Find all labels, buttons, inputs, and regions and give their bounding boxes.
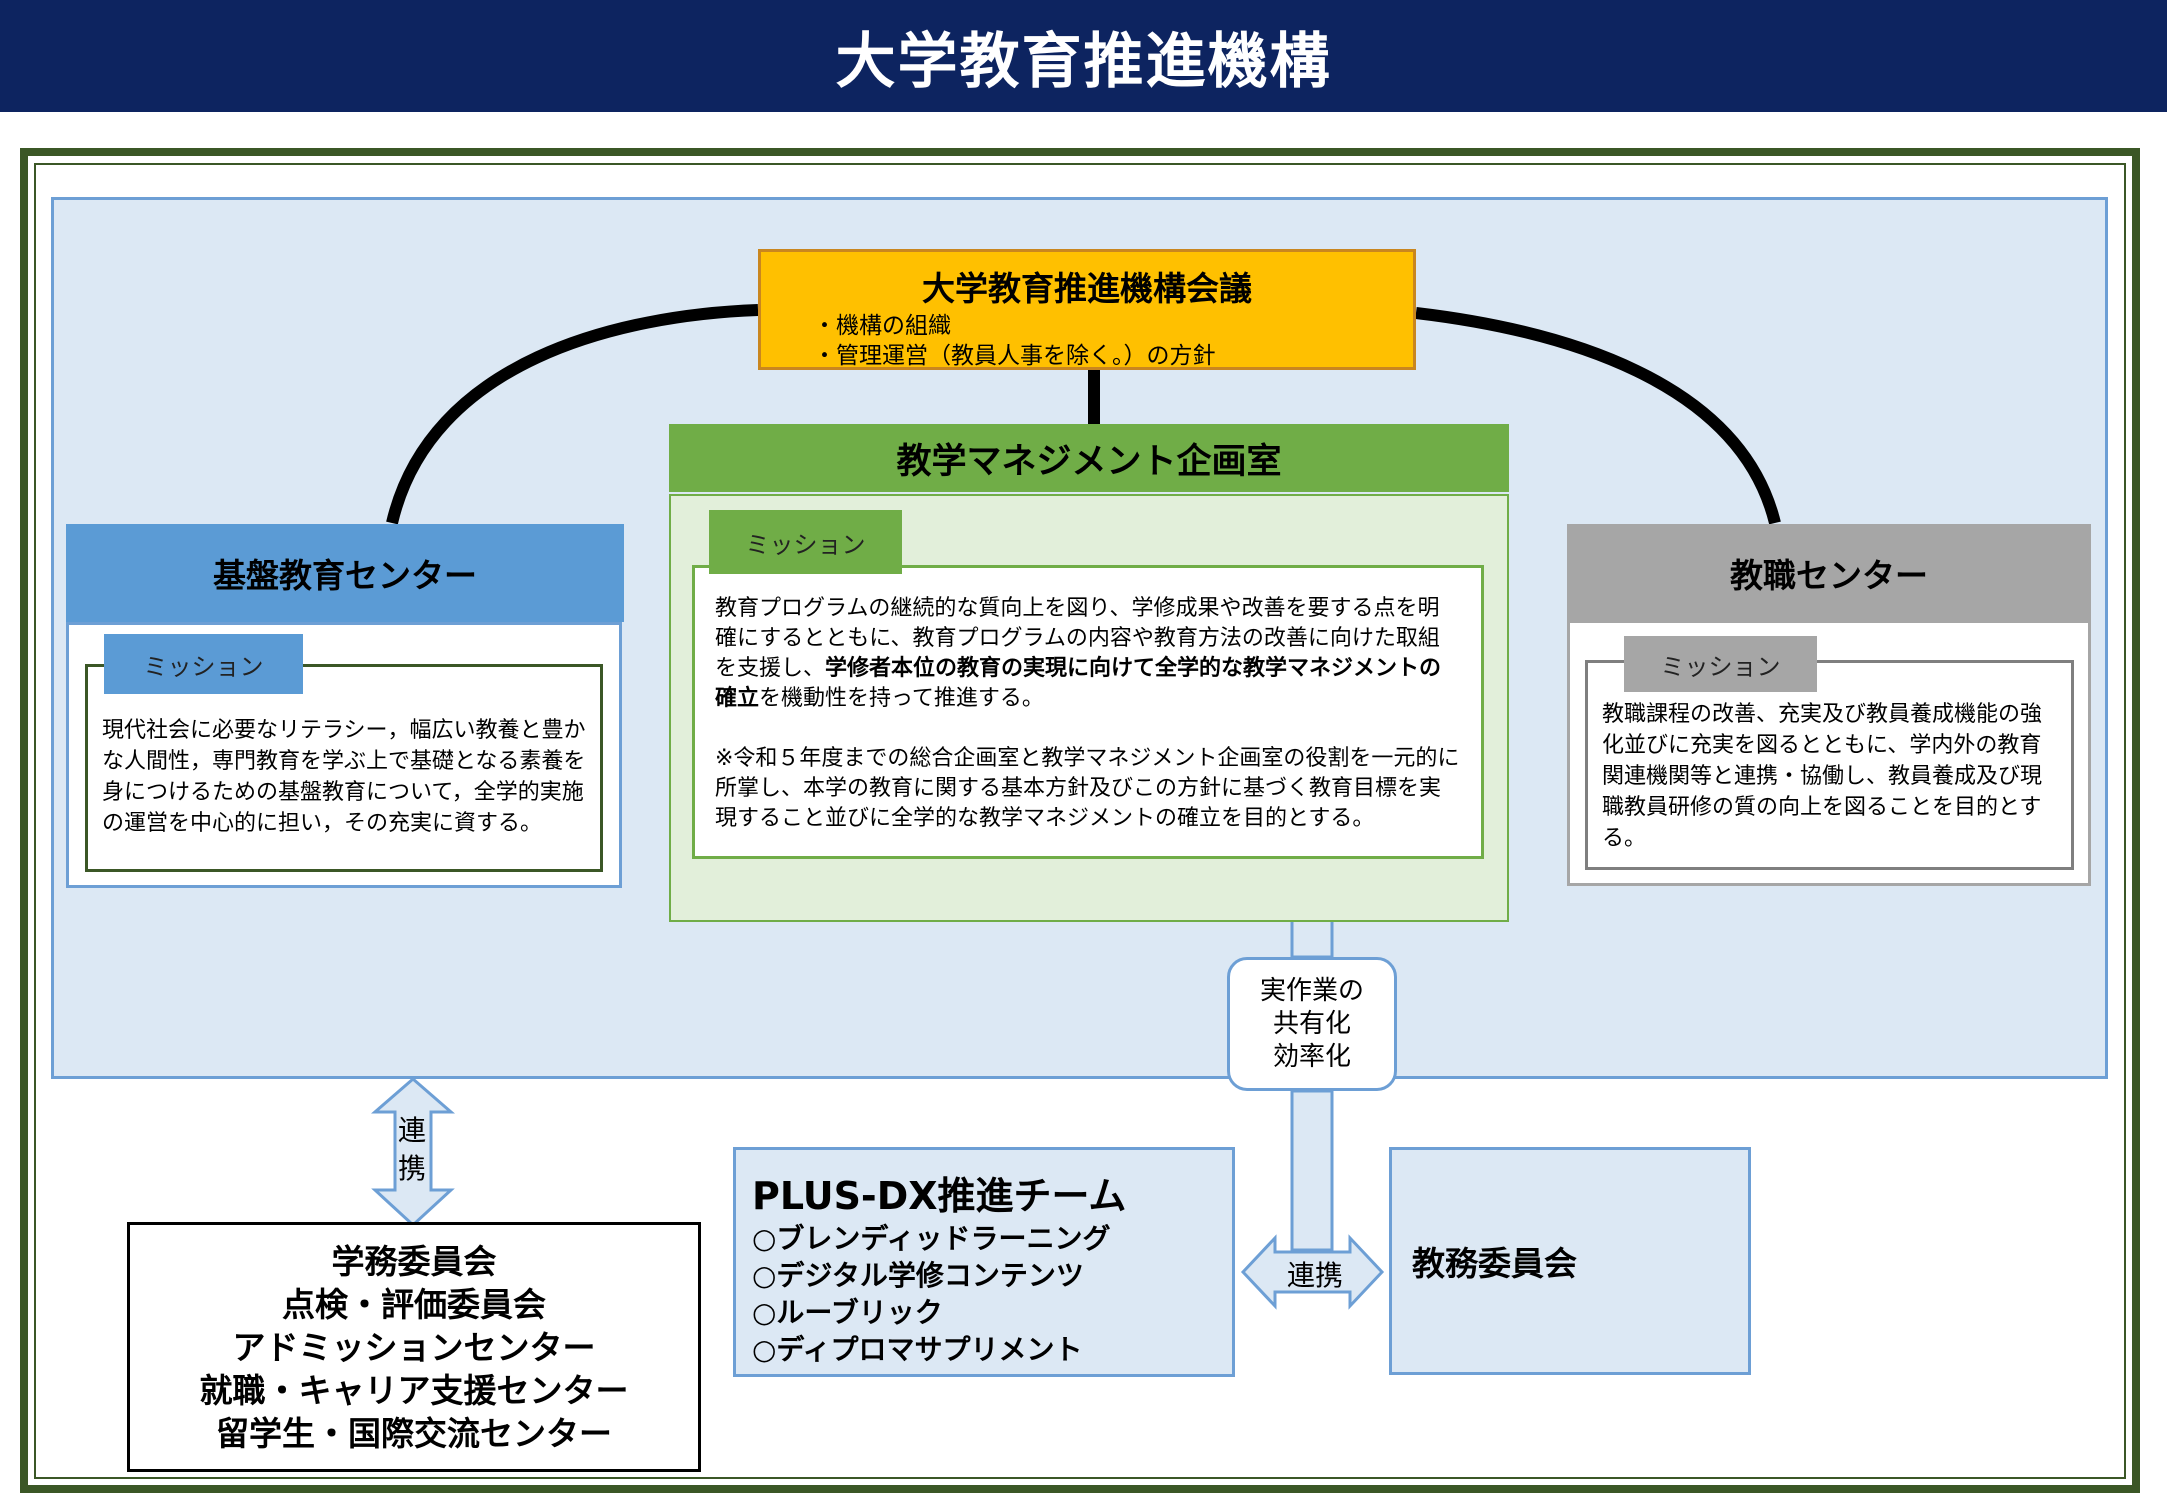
kiban-mission-text: 現代社会に必要なリテラシー，幅広い教養と豊かな人間性，専門教育を学ぶ上で基礎とな… xyxy=(85,664,603,872)
tmo-text-part2: を機動性を持って推進する。 xyxy=(759,686,1044,711)
dx-team-item: ○ディプロマサプリメント xyxy=(752,1333,1083,1366)
inner-frame xyxy=(34,163,2126,1479)
sharing-line: 効率化 xyxy=(1272,1041,1351,1072)
dx-team-item: ○デジタル学修コンテンツ xyxy=(752,1259,1084,1292)
committee-item: アドミッションセンター xyxy=(232,1327,596,1367)
kiban-mission-label: ミッション xyxy=(104,634,303,694)
tmo-note: ※令和５年度までの総合企画室と教学マネジメント企画室の役割を一元的に所掌し、本学… xyxy=(715,746,1460,831)
committee-item: 就職・キャリア支援センター xyxy=(199,1370,629,1410)
renkei-char: 携 xyxy=(397,1152,426,1185)
outer-frame xyxy=(20,148,2140,1493)
page-title: 大学教育推進機構 xyxy=(835,26,1332,97)
committee-item: 点検・評価委員会 xyxy=(282,1284,546,1324)
header-bar: 大学教育推進機構 xyxy=(0,0,2167,112)
kyoshoku-center-title: 教職センター xyxy=(1567,524,2091,622)
sharing-line: 共有化 xyxy=(1272,1008,1351,1039)
renkei-vertical-label: 連 携 xyxy=(390,1112,434,1188)
renkei-horizontal-label: 連携 xyxy=(1286,1259,1343,1292)
sharing-line: 実作業の xyxy=(1259,975,1364,1006)
council-title: 大学教育推進機構会議 xyxy=(922,269,1252,308)
dx-team-item: ○ルーブリック xyxy=(752,1296,943,1329)
kyomu-committee-box: 教務委員会 xyxy=(1389,1147,1751,1375)
council-box: 大学教育推進機構会議 ・機構の組織 ・管理運営（教員人事を除く。）の方針 xyxy=(758,249,1416,370)
kyomu-committee-label: 教務委員会 xyxy=(1412,1244,1577,1283)
tmo-text-part1: 教育プログラムの継続的な質向上を図り、学修成果や改善を要する点を明確にするととも… xyxy=(715,596,1440,681)
kiban-center-title: 基盤教育センター xyxy=(66,524,624,622)
committee-item: 学務委員会 xyxy=(331,1241,497,1281)
dx-team-title: PLUS-DX推進チーム xyxy=(752,1174,1127,1218)
kyoshoku-mission-text: 教職課程の改善、充実及び教員養成機能の強化並びに充実を図るとともに、学内外の教育… xyxy=(1585,660,2074,870)
tmo-text-bold: 学修者本位の教育の実現に向けて全学的な教学マネジメントの確立 xyxy=(715,656,1442,711)
kyoshoku-mission-label: ミッション xyxy=(1624,636,1817,692)
tmo-title: 教学マネジメント企画室 xyxy=(669,424,1509,492)
council-item: ・管理運営（教員人事を除く。）の方針 xyxy=(813,343,1216,369)
dx-team-box: PLUS-DX推進チーム ○ブレンディッドラーニング ○デジタル学修コンテンツ … xyxy=(733,1147,1235,1377)
renkei-char: 連 xyxy=(397,1114,426,1147)
committee-box: 学務委員会 点検・評価委員会 アドミッションセンター 就職・キャリア支援センター… xyxy=(127,1222,701,1472)
committee-item: 留学生・国際交流センター xyxy=(216,1413,612,1453)
sharing-label: 実作業の 共有化 効率化 xyxy=(1227,957,1397,1091)
tmo-mission-label: ミッション xyxy=(709,510,902,574)
dx-team-item: ○ブレンディッドラーニング xyxy=(752,1222,1111,1255)
council-item: ・機構の組織 xyxy=(813,313,951,339)
tmo-mission-text: 教育プログラムの継続的な質向上を図り、学修成果や改善を要する点を明確にするととも… xyxy=(692,565,1484,859)
